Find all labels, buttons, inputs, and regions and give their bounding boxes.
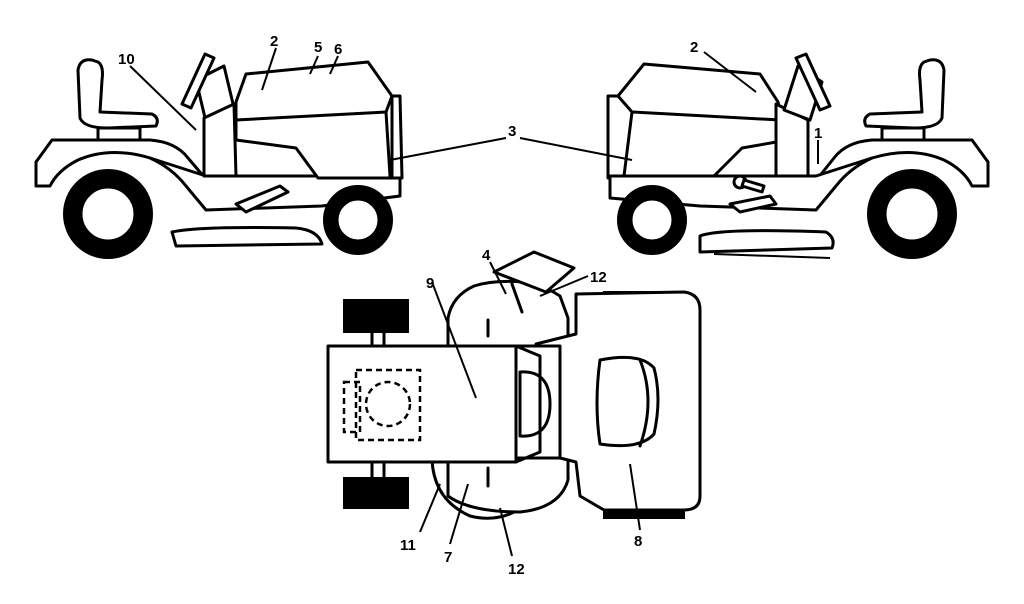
foot-pedal: [728, 194, 778, 214]
front-rim: [629, 197, 675, 243]
hood: [234, 60, 404, 180]
discharge-chute: [295, 227, 323, 245]
callout-10: 10: [118, 51, 135, 68]
lift-lever: [740, 178, 766, 194]
seat-post: [96, 126, 142, 142]
front-tire-bottom: [343, 477, 409, 509]
leader-8: [629, 463, 641, 531]
deck-guard: [430, 458, 516, 520]
leader-2-right: [703, 51, 757, 93]
callout-6: 6: [334, 41, 342, 58]
callout-11: 11: [400, 537, 416, 554]
leader-11: [419, 483, 441, 533]
discharge-chute-top: [492, 250, 576, 294]
hood-top-edge: [514, 344, 542, 464]
mower-top-view: [326, 250, 702, 520]
seat-post: [880, 126, 926, 142]
steering-wheel: [794, 52, 832, 112]
engine-outline: [354, 368, 422, 442]
callout-12-bottom: 12: [508, 561, 525, 578]
seat-top: [595, 355, 660, 448]
leader-2-left: [261, 47, 277, 91]
callout-7: 7: [444, 549, 452, 566]
rear-rim: [883, 185, 941, 243]
engine-flywheel: [364, 380, 412, 428]
mower-deck: [170, 226, 324, 248]
hood: [606, 62, 790, 180]
hood-top: [326, 344, 518, 464]
mower-left-side-view: [34, 52, 404, 259]
callout-2-right: 2: [690, 39, 698, 56]
seat-back-top: [638, 358, 650, 448]
steering-top: [518, 370, 552, 438]
mower-right-side-view: [606, 52, 990, 259]
leader-3-right: [519, 137, 633, 161]
leader-5: [309, 55, 319, 75]
deck-edge: [713, 253, 831, 259]
leader-lines: [129, 47, 819, 557]
leader-9: [431, 281, 477, 399]
leader-10: [129, 65, 197, 131]
leader-12-top: [539, 275, 589, 297]
leader-6: [329, 55, 339, 75]
foot-pedal: [234, 184, 290, 214]
mower-deck: [698, 229, 835, 254]
leader-4: [489, 261, 507, 295]
leader-12-bottom: [499, 507, 513, 557]
hood-side-line: [384, 110, 392, 178]
callout-2-left: 2: [270, 33, 278, 50]
callout-4: 4: [482, 247, 491, 264]
callout-1: 1: [814, 125, 822, 142]
seat: [863, 58, 946, 130]
callout-9: 9: [426, 275, 434, 292]
callout-3: 3: [508, 123, 516, 140]
seat: [76, 58, 159, 130]
front-tire-top: [343, 299, 409, 333]
hood-side-line: [622, 110, 634, 178]
leader-7: [449, 483, 469, 545]
rear-rim: [79, 185, 137, 243]
deck-side-top: [510, 282, 524, 314]
dash-panel: [202, 102, 238, 178]
callout-5: 5: [314, 39, 322, 56]
front-rim: [335, 197, 381, 243]
callout-8: 8: [634, 533, 642, 550]
callout-labels: 10 2 5 6 2 3 1 4 12 9 11 7 12 8: [118, 33, 822, 578]
steering-wheel: [180, 52, 216, 110]
engine-inner: [342, 380, 362, 434]
callout-12-top: 12: [590, 269, 607, 286]
leader-3-left: [389, 137, 507, 161]
